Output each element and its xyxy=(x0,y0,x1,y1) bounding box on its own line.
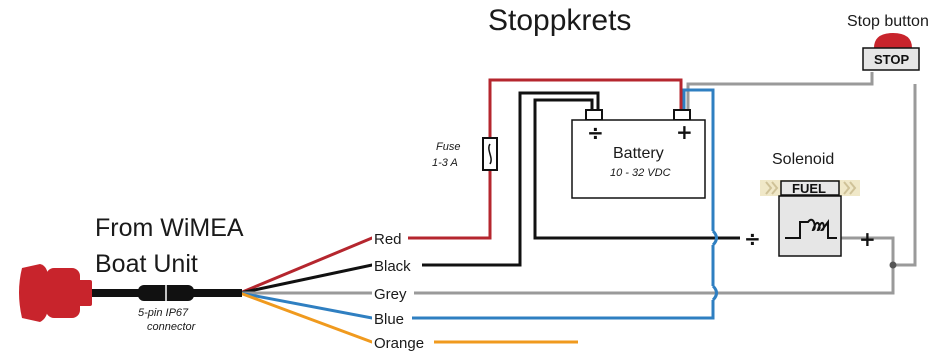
connector-label-line1: 5-pin IP67 xyxy=(138,307,189,319)
red-wire-upper xyxy=(488,78,683,144)
solenoid-coil xyxy=(785,218,837,239)
stop-button-text: STOP xyxy=(874,52,909,67)
solenoid-plus-sign: + xyxy=(859,227,876,251)
blue-wire-upper xyxy=(682,88,715,231)
solenoid-label: Solenoid xyxy=(772,151,834,168)
black-label-bg xyxy=(372,256,422,274)
battery-plus-sign: + xyxy=(676,120,693,144)
red-wire xyxy=(239,158,492,295)
red-wire-label: Red xyxy=(374,231,402,248)
grey-wire-stop xyxy=(686,72,874,110)
blue-wire-label: Blue xyxy=(374,311,404,328)
plug-body xyxy=(19,264,48,322)
grey-label-bg xyxy=(372,284,414,302)
diagram-title: Stoppkrets xyxy=(488,4,631,37)
fuse-element xyxy=(488,143,492,165)
junction-dot xyxy=(889,261,897,269)
battery-body xyxy=(571,119,706,199)
black-wire xyxy=(239,91,600,295)
battery-terminal-plus xyxy=(673,109,691,121)
stop-button-cap xyxy=(874,33,912,48)
battery-label: Battery xyxy=(613,145,664,162)
blue-wire-hop-lower xyxy=(711,284,718,302)
plug-nut xyxy=(78,280,92,306)
grey-wire-solenoid xyxy=(840,236,895,265)
stop-button-label: Stop button xyxy=(847,13,929,30)
blue-wire xyxy=(239,291,715,320)
blue-label-bg xyxy=(372,309,412,327)
source-label-line1: From WiMEA xyxy=(95,214,244,242)
plug-collar xyxy=(46,268,80,318)
blue-wire-hop-upper xyxy=(711,229,718,247)
solenoid-minus-sign: ÷ xyxy=(744,227,761,251)
grey-wire xyxy=(240,84,917,295)
solenoid-fuel-box xyxy=(780,180,840,196)
fuse-label-line2: 1-3 A xyxy=(432,157,458,169)
source-label-line2: Boat Unit xyxy=(95,250,198,278)
red-label-bg xyxy=(372,229,408,247)
fuse-label-line1: Fuse xyxy=(436,141,460,153)
orange-label-bg xyxy=(372,333,434,351)
solenoid-chevrons xyxy=(765,181,857,195)
orange-wire-label: Orange xyxy=(374,335,424,351)
connector-label-line2: connector xyxy=(147,321,197,333)
stop-button-body xyxy=(862,47,920,71)
black-wire-solenoid xyxy=(533,98,740,240)
solenoid-body xyxy=(778,195,842,257)
solenoid-fuel-text: FUEL xyxy=(792,181,826,196)
black-wire-label: Black xyxy=(374,258,411,275)
grey-wire-label: Grey xyxy=(374,286,407,303)
battery-minus-sign: ÷ xyxy=(587,121,604,145)
battery-voltage: 10 - 32 VDC xyxy=(610,167,671,179)
battery-terminal-minus xyxy=(585,109,603,121)
